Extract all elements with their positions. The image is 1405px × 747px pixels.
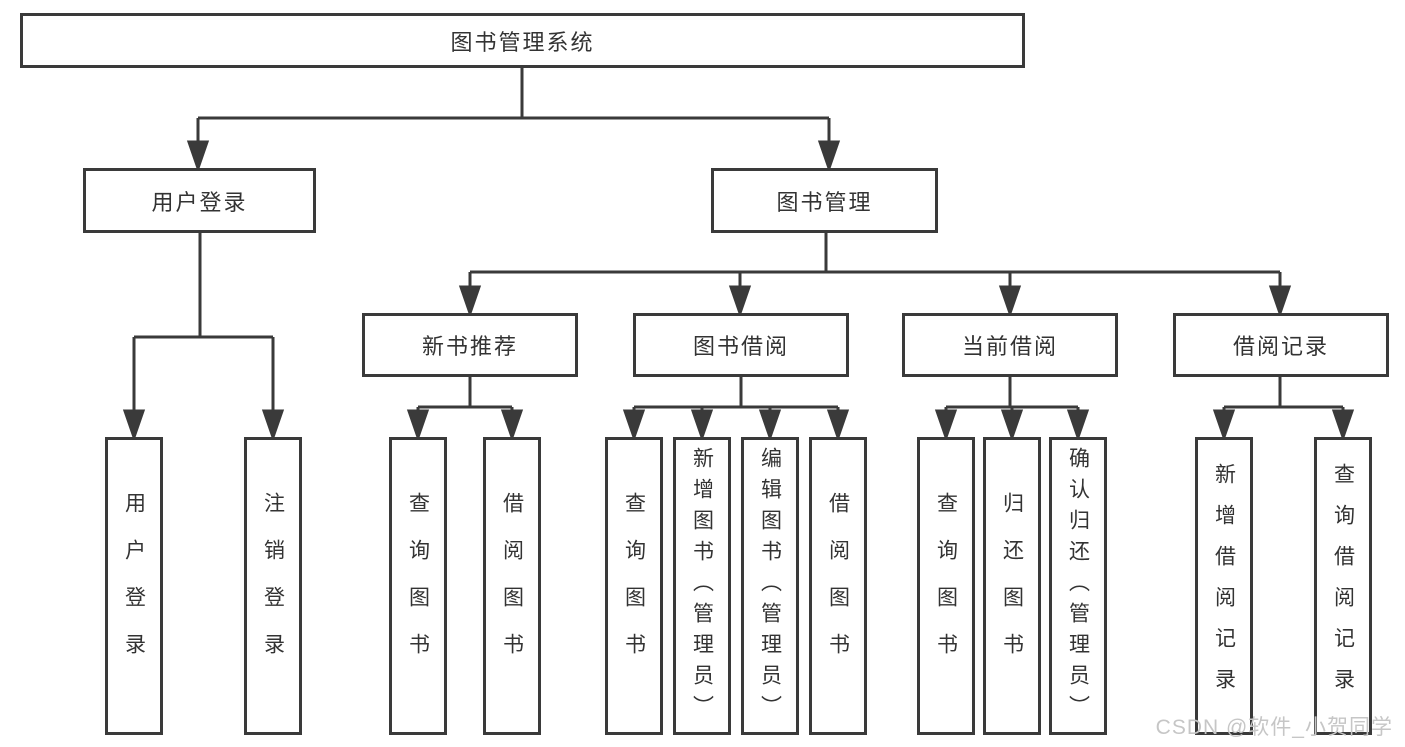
node-leaf-borrow-book-1: 借阅图书 [483,437,541,735]
node-leaf-logout: 注销登录 [244,437,302,735]
connector-borrow-children [622,377,850,442]
arrowhead [261,409,285,442]
node-leaf-user-login: 用户登录 [105,437,163,735]
arrowhead [998,285,1022,318]
leaf-label: 查询借阅记录 [1331,463,1355,709]
leaf-label: 查询图书 [622,492,646,680]
arrowhead [122,409,146,442]
arrowhead [500,409,524,442]
arrowhead [826,409,850,442]
connector-newbook-children [406,377,524,442]
leaf-label: 用户登录 [122,492,146,680]
arrowhead [1212,409,1236,442]
leaf-label: 借阅图书 [826,492,850,680]
connector-current-children [934,377,1090,442]
node-leaf-add-borrow-record: 新增借阅记录 [1195,437,1253,735]
csdn-watermark: CSDN @软件_小贺同学 [1155,716,1393,739]
node-book-management: 图书管理 [711,168,938,233]
arrowhead [1000,409,1024,442]
connector-bookmgmt-to-level3 [458,233,1292,318]
arrowhead [728,285,752,318]
arrowhead [1066,409,1090,442]
arrowhead [690,409,714,442]
node-book-borrow: 图书借阅 [633,313,849,377]
connector-userlogin-children [122,233,285,442]
node-leaf-borrow-book-2: 借阅图书 [809,437,867,735]
arrowhead [622,409,646,442]
arrowhead [458,285,482,318]
arrowhead [817,140,841,173]
node-system-root: 图书管理系统 [20,13,1025,68]
node-leaf-add-book-admin: 新增图书（管理员） [673,437,731,735]
arrowhead [934,409,958,442]
node-leaf-query-book-2: 查询图书 [605,437,663,735]
node-borrow-record: 借阅记录 [1173,313,1389,377]
node-leaf-edit-book-admin: 编辑图书（管理员） [741,437,799,735]
node-leaf-query-book-1: 查询图书 [389,437,447,735]
node-user-login: 用户登录 [83,168,316,233]
leaf-label: 注销登录 [261,492,285,680]
connector-record-children [1212,377,1355,442]
arrowhead [1268,285,1292,318]
leaf-label: 编辑图书（管理员） [758,446,782,726]
arrowhead [186,140,210,173]
node-current-borrow: 当前借阅 [902,313,1118,377]
leaf-label: 确认归还（管理员） [1066,446,1090,726]
connector-root-to-level2 [186,68,841,173]
node-leaf-query-book-3: 查询图书 [917,437,975,735]
leaf-label: 新增图书（管理员） [690,446,714,726]
arrowhead [1331,409,1355,442]
node-leaf-confirm-return-admin: 确认归还（管理员） [1049,437,1107,735]
arrowhead [758,409,782,442]
leaf-label: 查询图书 [934,492,958,680]
arrowhead [406,409,430,442]
leaf-label: 查询图书 [406,492,430,680]
node-leaf-return-book: 归还图书 [983,437,1041,735]
leaf-label: 新增借阅记录 [1212,463,1236,709]
leaf-label: 借阅图书 [500,492,524,680]
leaf-label: 归还图书 [1000,492,1024,680]
node-leaf-query-borrow-record: 查询借阅记录 [1314,437,1372,735]
node-new-book-recommend: 新书推荐 [362,313,578,377]
